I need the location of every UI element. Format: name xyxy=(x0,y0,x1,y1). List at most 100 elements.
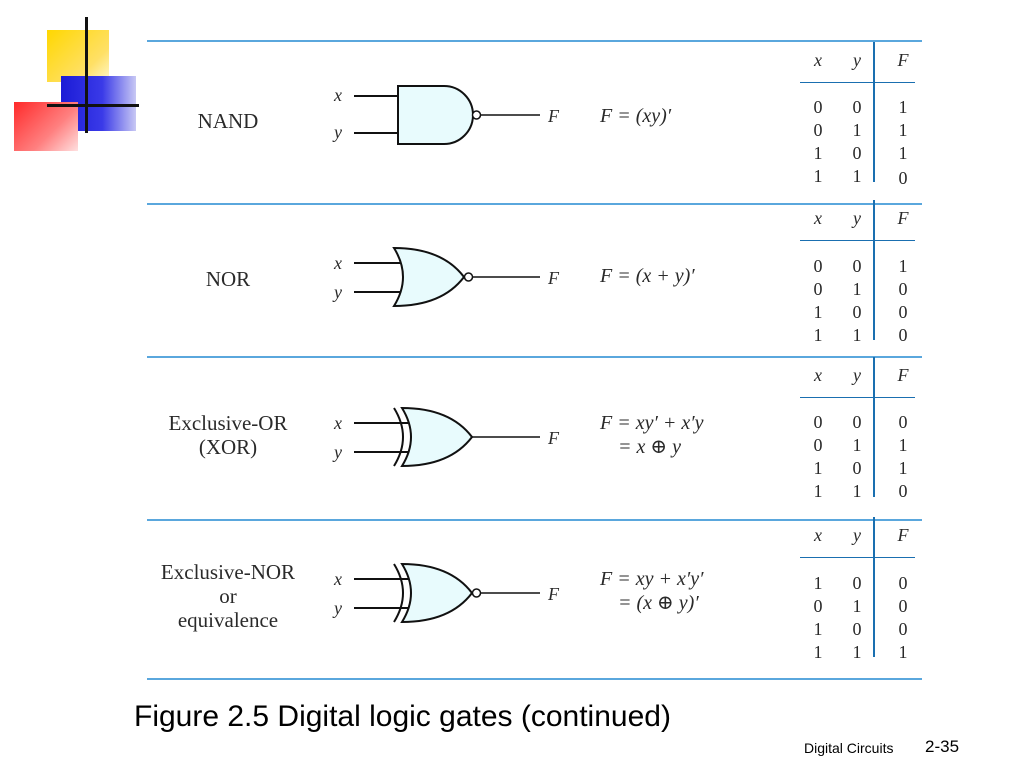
xor-output-label: F xyxy=(547,428,560,448)
table-header-y: y xyxy=(853,50,861,70)
xor-input-x-label: x xyxy=(333,413,342,433)
table-header-f: F xyxy=(897,525,909,545)
table-cell: 1 xyxy=(813,642,823,662)
table-cell: 1 xyxy=(898,120,908,140)
table-cell: 0 xyxy=(898,619,908,639)
table-cell: 1 xyxy=(898,97,908,117)
table-cell: 0 xyxy=(852,302,862,322)
gate-name-nor: NOR xyxy=(205,267,251,291)
table-cell: 1 xyxy=(813,573,823,593)
table-cell: 1 xyxy=(898,143,908,163)
table-cell: 0 xyxy=(813,596,823,616)
table-cell: 0 xyxy=(898,302,908,322)
table-header-y: y xyxy=(853,208,861,228)
table-cell: 0 xyxy=(898,412,908,432)
table-cell: 0 xyxy=(852,458,862,478)
gate-name-xor: Exclusive-OR (XOR) xyxy=(168,411,288,459)
decor-vertical-line xyxy=(85,17,88,133)
table-header-rule xyxy=(800,240,915,241)
gate-name-nand: NAND xyxy=(197,109,259,133)
divider-xor-xnor xyxy=(147,519,922,521)
table-cell: 1 xyxy=(852,279,862,299)
table-header-rule xyxy=(800,397,915,398)
table-cell: 0 xyxy=(813,120,823,140)
table-header-rule xyxy=(800,82,915,83)
table-cell: 0 xyxy=(852,97,862,117)
table-cell: 0 xyxy=(898,573,908,593)
table-cell: 0 xyxy=(898,168,908,188)
table-cell: 0 xyxy=(852,619,862,639)
table-header-y: y xyxy=(853,365,861,385)
table-cell: 0 xyxy=(813,279,823,299)
table-cell: 1 xyxy=(852,325,862,345)
table-column-rule xyxy=(873,357,875,497)
table-cell: 0 xyxy=(852,256,862,276)
table-column-rule xyxy=(873,200,875,340)
table-cell: 1 xyxy=(898,435,908,455)
gate-name-xnor: Exclusive-NOR or equivalence xyxy=(160,560,296,632)
decor-horizontal-line xyxy=(47,104,139,107)
table-cell: 0 xyxy=(898,325,908,345)
figure-caption: Figure 2.5 Digital logic gates (continue… xyxy=(134,700,671,733)
decor-red-square xyxy=(14,102,78,151)
table-header-f: F xyxy=(897,50,909,70)
xor-input-y-label: y xyxy=(332,442,342,462)
footer-page-number: 2-35 xyxy=(925,737,960,756)
xor-gate-symbol: x y F xyxy=(332,406,560,468)
table-header-x: x xyxy=(814,525,822,545)
divider-nor-xor xyxy=(147,356,922,358)
table-header-f: F xyxy=(897,365,909,385)
table-header-x: x xyxy=(814,208,822,228)
table-cell: 0 xyxy=(813,412,823,432)
table-cell: 0 xyxy=(898,279,908,299)
table-cell: 0 xyxy=(813,435,823,455)
nor-expression: F = (x + y)′ xyxy=(600,265,695,287)
table-header-f: F xyxy=(897,208,909,228)
table-cell: 1 xyxy=(813,325,823,345)
table-header-x: x xyxy=(814,50,822,70)
nor-gate-symbol: x y F xyxy=(332,246,560,308)
divider-top xyxy=(147,40,922,42)
table-cell: 0 xyxy=(898,481,908,501)
nor-input-y-label: y xyxy=(332,282,342,302)
table-cell: 0 xyxy=(852,573,862,593)
table-column-rule xyxy=(873,42,875,182)
table-cell: 1 xyxy=(813,481,823,501)
xnor-input-x-label: x xyxy=(333,569,342,589)
table-cell: 1 xyxy=(813,302,823,322)
table-cell: 1 xyxy=(813,619,823,639)
table-header-rule xyxy=(800,557,915,558)
table-cell: 1 xyxy=(898,256,908,276)
table-column-rule xyxy=(873,517,875,657)
nor-input-x-label: x xyxy=(333,253,342,273)
divider-nand-nor xyxy=(147,203,922,205)
table-cell: 1 xyxy=(813,166,823,186)
table-cell: 1 xyxy=(898,458,908,478)
table-cell: 1 xyxy=(898,642,908,662)
nand-output-label: F xyxy=(547,106,560,126)
table-cell: 0 xyxy=(813,97,823,117)
table-cell: 1 xyxy=(852,481,862,501)
table-cell: 1 xyxy=(852,435,862,455)
xnor-output-label: F xyxy=(547,584,560,604)
divider-bottom xyxy=(147,678,922,680)
table-cell: 0 xyxy=(813,256,823,276)
xnor-expression: F = xy + x′y′ = (x ⊕ y)′ xyxy=(600,568,704,614)
nand-expression: F = (xy)′ xyxy=(600,105,672,127)
table-cell: 0 xyxy=(852,143,862,163)
table-cell: 1 xyxy=(852,642,862,662)
table-cell: 1 xyxy=(813,458,823,478)
table-header-y: y xyxy=(853,525,861,545)
table-cell: 1 xyxy=(852,166,862,186)
table-cell: 0 xyxy=(852,412,862,432)
nor-output-label: F xyxy=(547,268,560,288)
xnor-input-y-label: y xyxy=(332,598,342,618)
nand-input-y-label: y xyxy=(332,122,342,142)
table-header-x: x xyxy=(814,365,822,385)
xnor-gate-symbol: x y F xyxy=(332,562,560,624)
table-cell: 1 xyxy=(852,596,862,616)
table-cell: 1 xyxy=(813,143,823,163)
nand-gate-symbol: x y F xyxy=(332,85,560,145)
table-cell: 1 xyxy=(852,120,862,140)
table-cell: 0 xyxy=(898,596,908,616)
